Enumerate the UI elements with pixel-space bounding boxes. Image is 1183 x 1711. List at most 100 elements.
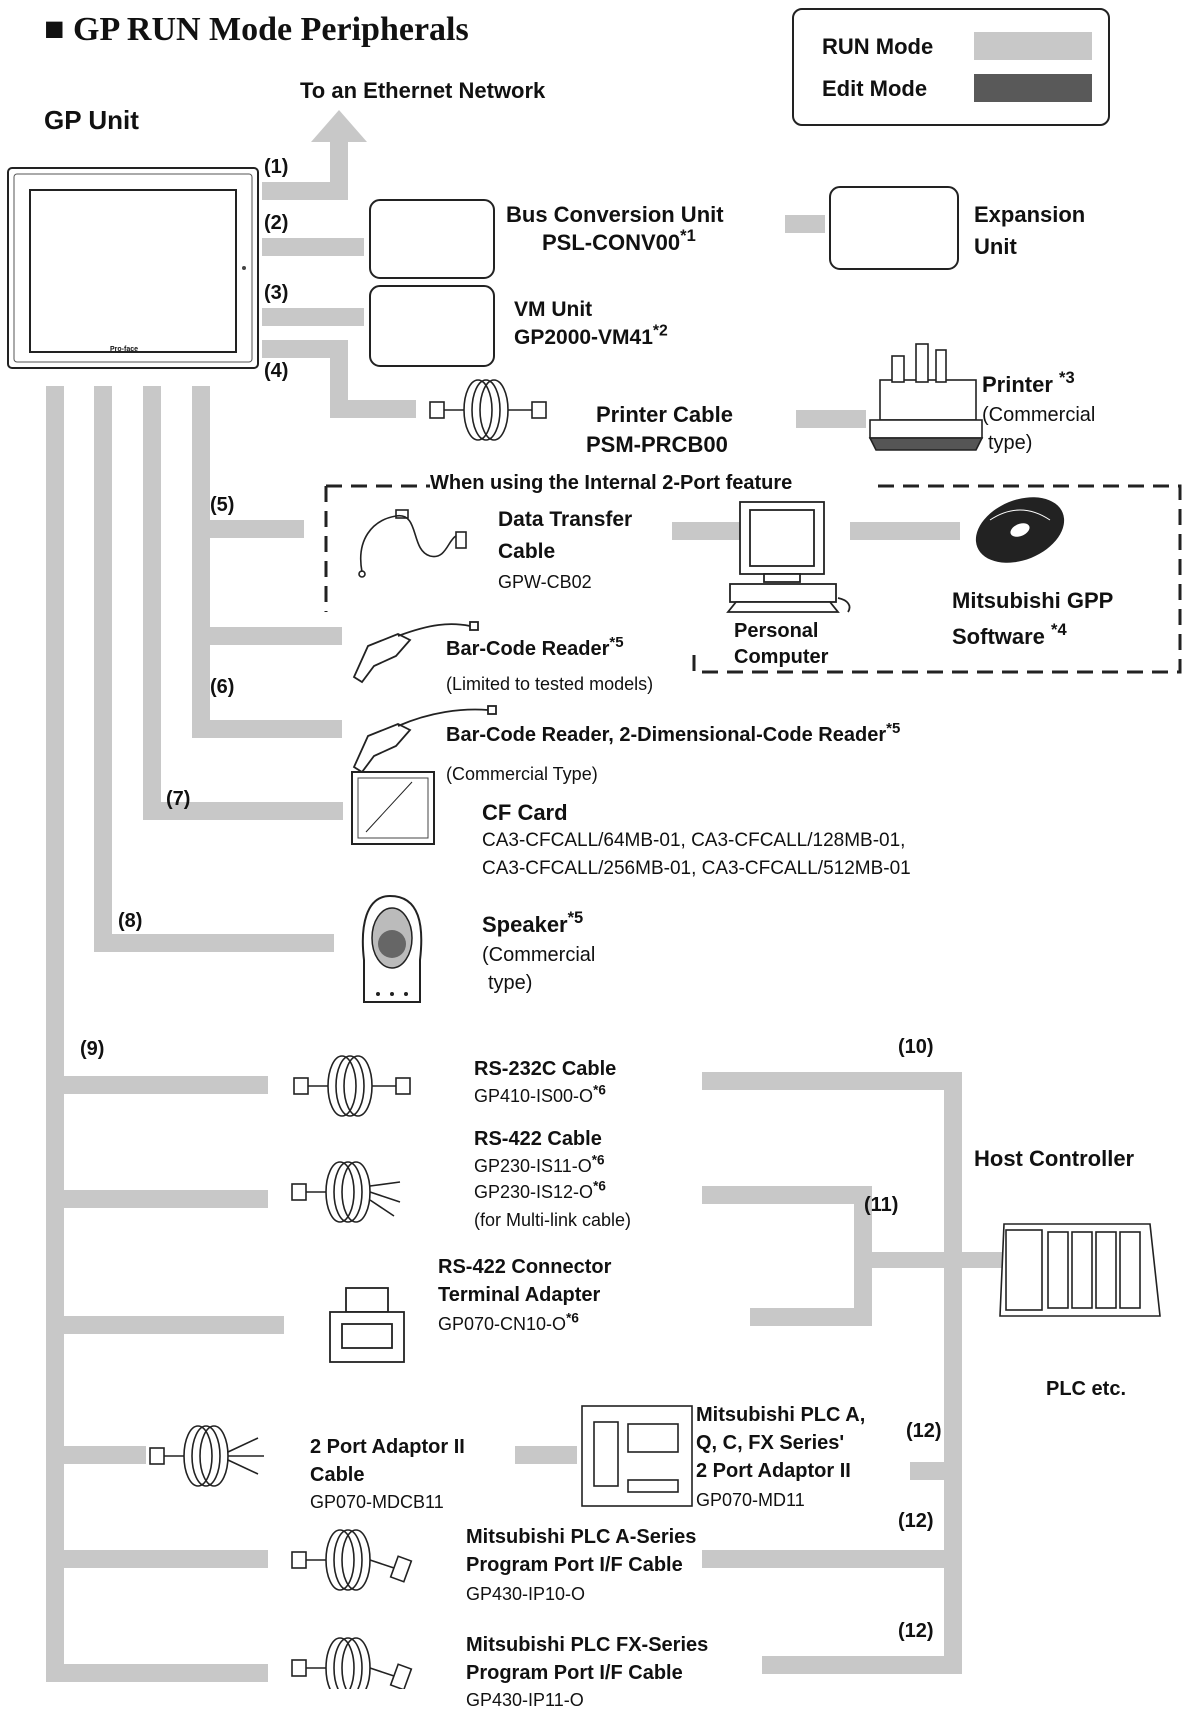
rs422-label: RS-422 Cable: [474, 1128, 602, 1150]
adaptor-cable-model: GP070-MDCB11: [310, 1492, 444, 1512]
legend-edit-swatch: [974, 74, 1092, 102]
num-10: (10): [898, 1036, 934, 1058]
gp-unit-label: GP Unit: [44, 105, 139, 135]
fx-series-model: GP430-IP11-O: [466, 1690, 584, 1710]
bus-conversion-unit-box: [369, 199, 495, 279]
num-7: (7): [166, 788, 191, 810]
num-1: (1): [264, 156, 289, 178]
vm-label: VM Unit: [514, 298, 593, 321]
adaptor-model: GP070-MD11: [696, 1490, 805, 1510]
a-series-cable-icon: [291, 1529, 413, 1591]
printer-sub-2: type): [988, 432, 1033, 454]
speaker-sub-1: (Commercial: [482, 944, 596, 966]
2-port-adaptor-icon: [581, 1405, 693, 1507]
pc-label-2: Computer: [734, 646, 829, 668]
a-series-label-2: Program Port I/F Cable: [466, 1554, 683, 1576]
num-4: (4): [264, 360, 289, 382]
num-5: (5): [210, 494, 235, 516]
rs232c-cable-icon: [293, 1055, 411, 1117]
rs422-sub: (for Multi-link cable): [474, 1210, 632, 1230]
speaker-sub-2: type): [488, 972, 533, 994]
adaptor-label-3: 2 Port Adaptor II: [696, 1460, 851, 1482]
rs422-model-2: GP230-IS12-O*6: [474, 1178, 606, 1202]
num-3: (3): [264, 282, 289, 304]
legend-edit-label: Edit Mode: [822, 76, 928, 101]
speaker-label: Speaker*5: [482, 908, 584, 937]
num-2: (2): [264, 212, 289, 234]
page-title-text: GP RUN Mode Peripherals: [73, 11, 469, 48]
internal-2-port-dashed-frame: [324, 484, 1182, 674]
mode-legend: RUN Mode Edit Mode: [792, 8, 1110, 126]
host-controller-label: Host Controller: [974, 1146, 1135, 1171]
barcode1-sub: (Limited to tested models): [446, 674, 654, 694]
rs422-connector-model: GP070-CN10-O*6: [438, 1310, 579, 1334]
rs422-connector-adapter-icon: [329, 1287, 405, 1363]
speaker-icon: [361, 894, 423, 1003]
plc-etc-label: PLC etc.: [1046, 1378, 1127, 1400]
gp-unit-panel: [7, 167, 259, 369]
printer-icon: [868, 343, 984, 451]
pc-label-1: Personal: [734, 620, 819, 642]
2-port-adaptor-cable-icon: [149, 1425, 264, 1487]
rs422-connector-label-1: RS-422 Connector: [438, 1256, 612, 1278]
fx-series-label-2: Program Port I/F Cable: [466, 1662, 683, 1684]
personal-computer-icon: [726, 501, 851, 613]
num-6: (6): [210, 676, 235, 698]
num-8: (8): [118, 910, 143, 932]
expansion-unit-box: [829, 186, 959, 270]
printer-cable-icon: [429, 379, 547, 441]
a-series-model: GP430-IP10-O: [466, 1584, 586, 1604]
barcode2-sub: (Commercial Type): [446, 764, 598, 784]
vm-unit-box: [369, 285, 495, 367]
adaptor-label-2: Q, C, FX Series': [696, 1432, 845, 1454]
cf-models-1: CA3-CFCALL/64MB-01, CA3-CFCALL/128MB-01,: [482, 830, 906, 851]
fx-series-label-1: Mitsubishi PLC FX-Series: [466, 1634, 709, 1656]
bus-conversion-label: Bus Conversion Unit: [506, 202, 724, 227]
cable-coil-icons: [149, 379, 547, 1689]
expansion-label-2: Unit: [974, 234, 1017, 259]
num-11: (11): [864, 1194, 899, 1216]
printer-cable-label: Printer Cable: [596, 402, 733, 427]
software-cd-icon: [975, 497, 1065, 563]
run-mode-connection-bars: [46, 110, 1002, 1682]
fx-series-cable-icon: [291, 1637, 413, 1689]
num-12-adaptor: (12): [906, 1420, 942, 1442]
rs232c-model: GP410-IS00-O*6: [474, 1082, 606, 1106]
printer-label: Printer *3: [982, 368, 1075, 397]
gpp-label-2: Software *4: [952, 620, 1067, 649]
adaptor-cable-label-2: Cable: [310, 1464, 365, 1486]
num-12-a-series: (12): [898, 1510, 934, 1532]
data-transfer-label-1: Data Transfer: [498, 508, 633, 531]
cf-card-icon: [351, 771, 435, 845]
internal-2-port-title: When using the Internal 2-Port feature: [430, 472, 793, 494]
expansion-label-1: Expansion: [974, 202, 1086, 227]
page-title: ■ GP RUN Mode Peripherals: [44, 10, 469, 49]
rs232c-label: RS-232C Cable: [474, 1058, 617, 1080]
barcode1-label: Bar-Code Reader*5: [446, 633, 624, 660]
cf-label: CF Card: [482, 800, 568, 825]
printer-sub-1: (Commercial: [982, 404, 1096, 426]
title-square-icon: ■: [44, 11, 65, 48]
data-transfer-cable-icon: [358, 509, 467, 578]
rs422-connector-label-2: Terminal Adapter: [438, 1284, 601, 1306]
legend-run-swatch: [974, 32, 1092, 60]
data-transfer-model: GPW-CB02: [498, 572, 592, 592]
barcode-reader-icons: [352, 621, 497, 774]
data-transfer-label-2: Cable: [498, 540, 556, 563]
barcode2-label: Bar-Code Reader, 2-Dimensional-Code Read…: [446, 719, 901, 746]
rs422-model-1: GP230-IS11-O*6: [474, 1152, 605, 1176]
a-series-label-1: Mitsubishi PLC A-Series: [466, 1526, 697, 1548]
adaptor-label-1: Mitsubishi PLC A,: [696, 1404, 866, 1426]
bus-conversion-model: PSL-CONV00*1: [542, 226, 696, 255]
vm-model: GP2000-VM41*2: [514, 322, 668, 349]
gpp-label-1: Mitsubishi GPP: [952, 588, 1114, 613]
num-12-fx-series: (12): [898, 1620, 934, 1642]
cf-models-2: CA3-CFCALL/256MB-01, CA3-CFCALL/512MB-01: [482, 858, 911, 879]
legend-run-label: RUN Mode: [822, 34, 934, 59]
printer-cable-model: PSM-PRCB00: [586, 432, 728, 457]
rs422-cable-icon: [291, 1161, 401, 1223]
adaptor-cable-label-1: 2 Port Adaptor II: [310, 1436, 465, 1458]
plc-host-controller-icon: [999, 1223, 1161, 1317]
gp-logo: Pro-face: [110, 346, 139, 353]
